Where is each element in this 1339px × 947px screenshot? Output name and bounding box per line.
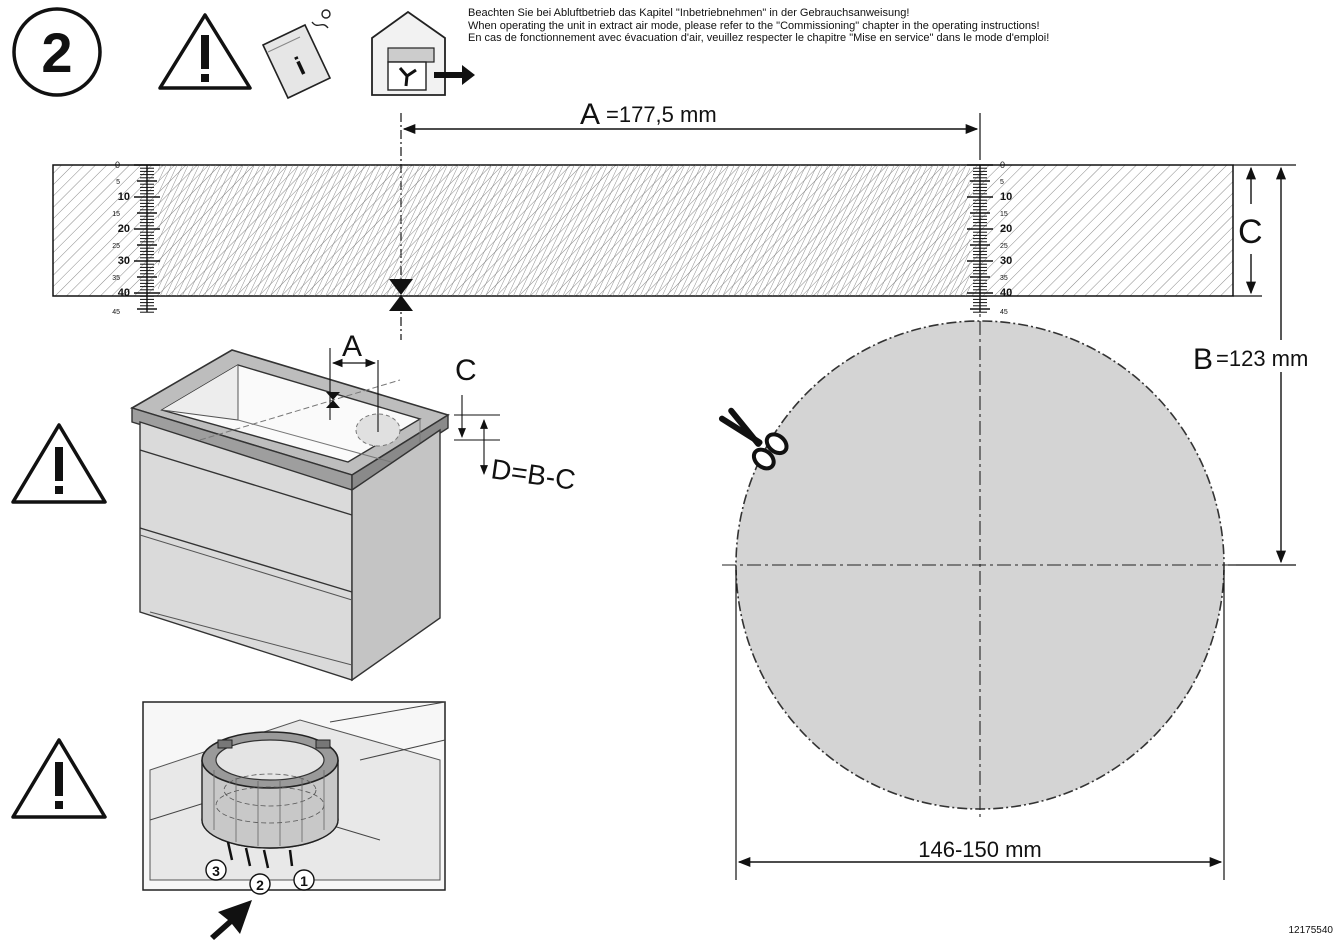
center-mark (389, 279, 413, 311)
dimension-a-top: A =177,5 mm (400, 98, 981, 340)
document-number: 12175540 (1288, 925, 1334, 936)
scale-label: 0 (115, 160, 120, 170)
warning-triangle-icon (158, 13, 252, 90)
cutout-circle (722, 296, 1238, 820)
scale-label: 15 (1000, 211, 1008, 218)
dimension-diameter: 146-150 mm (735, 570, 1225, 880)
extract-air-house-icon (371, 10, 475, 96)
callout-number: 2 (256, 877, 264, 893)
note-english: When operating the unit in extract air m… (468, 19, 1040, 32)
warning-triangle-icon (11, 738, 107, 819)
scale-label: 40 (118, 287, 130, 299)
scale-label: 45 (1000, 309, 1008, 316)
filter-detail-illustration: 3 2 1 (142, 701, 446, 895)
left-scale (134, 164, 160, 313)
scale-label: 20 (1000, 223, 1012, 235)
callout-number: 3 (212, 863, 220, 879)
dimension-a-small-letter: A (342, 330, 362, 363)
warning-triangle-icon (11, 423, 107, 504)
left-scale-labels: 0 5 10 15 20 25 30 35 40 45 (112, 160, 130, 316)
dimension-c-letter: C (1238, 213, 1263, 251)
scale-label: 30 (118, 255, 130, 267)
dimension-a-letter: A (580, 98, 600, 131)
scale-label: 5 (116, 179, 120, 186)
scale-label: 10 (1000, 191, 1012, 203)
dimension-b: B =123 mm (1193, 166, 1308, 566)
scale-label: 15 (112, 211, 120, 218)
scale-label: 30 (1000, 255, 1012, 267)
dimension-d-formula: D=B-C (489, 453, 577, 495)
note-french: En cas de fonctionnement avec évacuation… (468, 32, 1050, 44)
step-badge: 2 (12, 7, 102, 97)
right-scale (967, 164, 993, 313)
template-strip (52, 164, 1234, 297)
scale-label: 35 (112, 275, 120, 282)
push-arrow-icon (210, 900, 252, 940)
instruction-booklet-icon: i (261, 9, 332, 100)
scale-label: 10 (118, 191, 130, 203)
scissors-icon (718, 407, 789, 471)
scale-label: 25 (112, 243, 120, 250)
dimension-a-value: =177,5 mm (606, 102, 717, 127)
scale-label: 45 (112, 309, 120, 316)
note-german: Beachten Sie bei Abluftbetrieb das Kapit… (468, 7, 910, 19)
dimension-b-letter: B (1193, 343, 1213, 376)
right-scale-labels: 0 5 10 15 20 25 30 35 40 45 (1000, 160, 1012, 316)
cabinet-illustration: A C D=B-C (130, 330, 577, 682)
step-number: 2 (41, 21, 72, 84)
scale-label: 0 (1000, 160, 1005, 170)
callout-number: 1 (300, 873, 308, 889)
dimension-b-value: =123 mm (1216, 346, 1308, 371)
dimension-c-strip: C (1233, 164, 1296, 297)
scale-label: 5 (1000, 179, 1004, 186)
dimension-diameter-value: 146-150 mm (918, 837, 1042, 862)
scale-label: 20 (118, 223, 130, 235)
extract-air-notes: Beachten Sie bei Abluftbetrieb das Kapit… (468, 7, 1334, 45)
scale-label: 35 (1000, 275, 1008, 282)
scale-label: 25 (1000, 243, 1008, 250)
scale-label: 40 (1000, 287, 1012, 299)
dimension-c-small-letter: C (455, 354, 477, 387)
